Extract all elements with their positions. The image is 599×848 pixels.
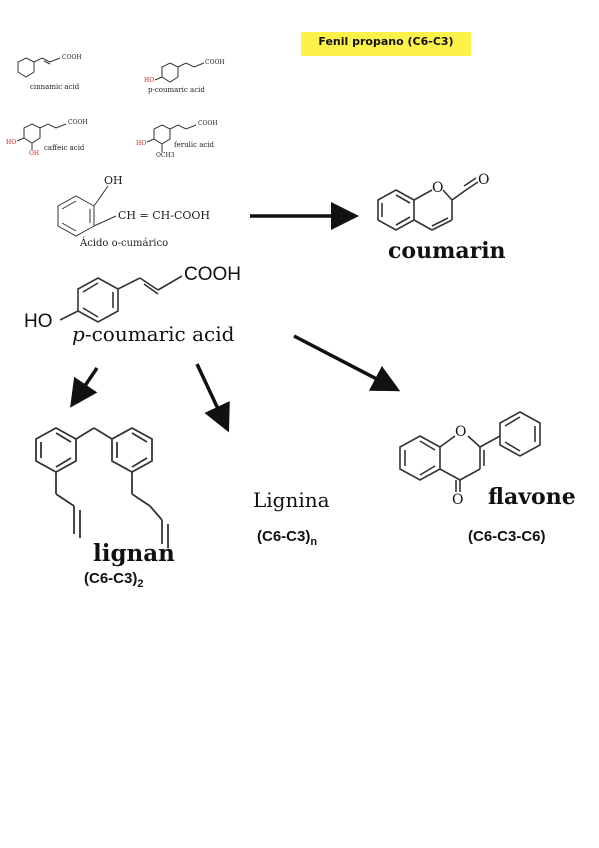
ferulic-och3-label: OCH3 (156, 152, 175, 159)
ferulic-acid-label: ferulic acid (174, 141, 215, 149)
page-title-text: Fenil propano (C6-C3) (318, 35, 454, 48)
coumarin-ring-o-label: O (432, 180, 444, 196)
lignan-formula-text: (C6-C3) (84, 570, 138, 587)
p-coumaric-ho-label: HO (24, 311, 53, 332)
flavone-formula: (C6-C3-C6) (468, 528, 546, 545)
o-coumaric-chain-label: CH = CH-COOH (118, 209, 210, 222)
caffeic-acid-structure (16, 123, 67, 150)
o-coumaric-name-label: Ácido o-cumárico (80, 238, 169, 249)
arrow-to-lignan (70, 367, 99, 408)
page-title: Fenil propano (C6-C3) (301, 32, 471, 56)
lignina-formula-text: (C6-C3) (257, 528, 311, 545)
caffeic-cooh-label: COOH (68, 119, 88, 126)
flavone-ring-o-label: O (455, 424, 467, 440)
caffeic-acid-label: caffeic acid (44, 144, 85, 152)
arrow-to-lignina (195, 363, 230, 433)
p-coumaric-cooh-label: COOH (184, 264, 241, 285)
p-coumaric-acid-structure (59, 275, 183, 323)
p-coumaric-small-ho-label: HO (144, 77, 155, 84)
caffeic-ho-label: HO (6, 139, 17, 146)
p-coumaric-name-text: -coumaric acid (84, 322, 235, 346)
lignan-formula-subscript: 2 (137, 578, 144, 590)
flavone-name: flavone (488, 484, 576, 510)
lignina-formula: (C6-C3)n (257, 528, 317, 548)
p-coumaric-acid-small-structure (154, 62, 205, 83)
cinnamic-acid-structure (17, 57, 61, 78)
flavone-structure (399, 411, 541, 492)
lignina-formula-subscript: n (310, 536, 318, 548)
p-coumaric-small-cooh-label: COOH (205, 59, 225, 66)
arrow-to-flavone (293, 334, 401, 392)
p-coumaric-small-name: p-coumaric acid (148, 86, 205, 94)
o-coumaric-acid-structure (57, 185, 117, 237)
caffeic-oh-label: OH (29, 150, 40, 157)
o-coumaric-oh-label: OH (104, 174, 123, 187)
ferulic-acid-structure (146, 124, 197, 152)
ferulic-ho-label: HO (136, 140, 147, 147)
p-coumaric-name: p-coumaric acid (72, 322, 234, 346)
cinnamic-acid-label: cinnamic acid (30, 83, 80, 91)
lignina-name: Lignina (253, 488, 330, 512)
lignan-name: lignan (93, 540, 175, 567)
p-coumaric-prefix: p (72, 322, 85, 346)
cinnamic-cooh-label: COOH (62, 54, 82, 61)
ferulic-cooh-label: COOH (198, 120, 218, 127)
coumarin-structure (377, 177, 479, 231)
lignan-formula: (C6-C3)2 (84, 570, 143, 590)
coumarin-name: coumarin (388, 238, 506, 264)
coumarin-carbonyl-o-label: O (478, 172, 490, 188)
lignan-structure (35, 426, 169, 548)
flavone-carbonyl-o-label: O (452, 492, 464, 508)
